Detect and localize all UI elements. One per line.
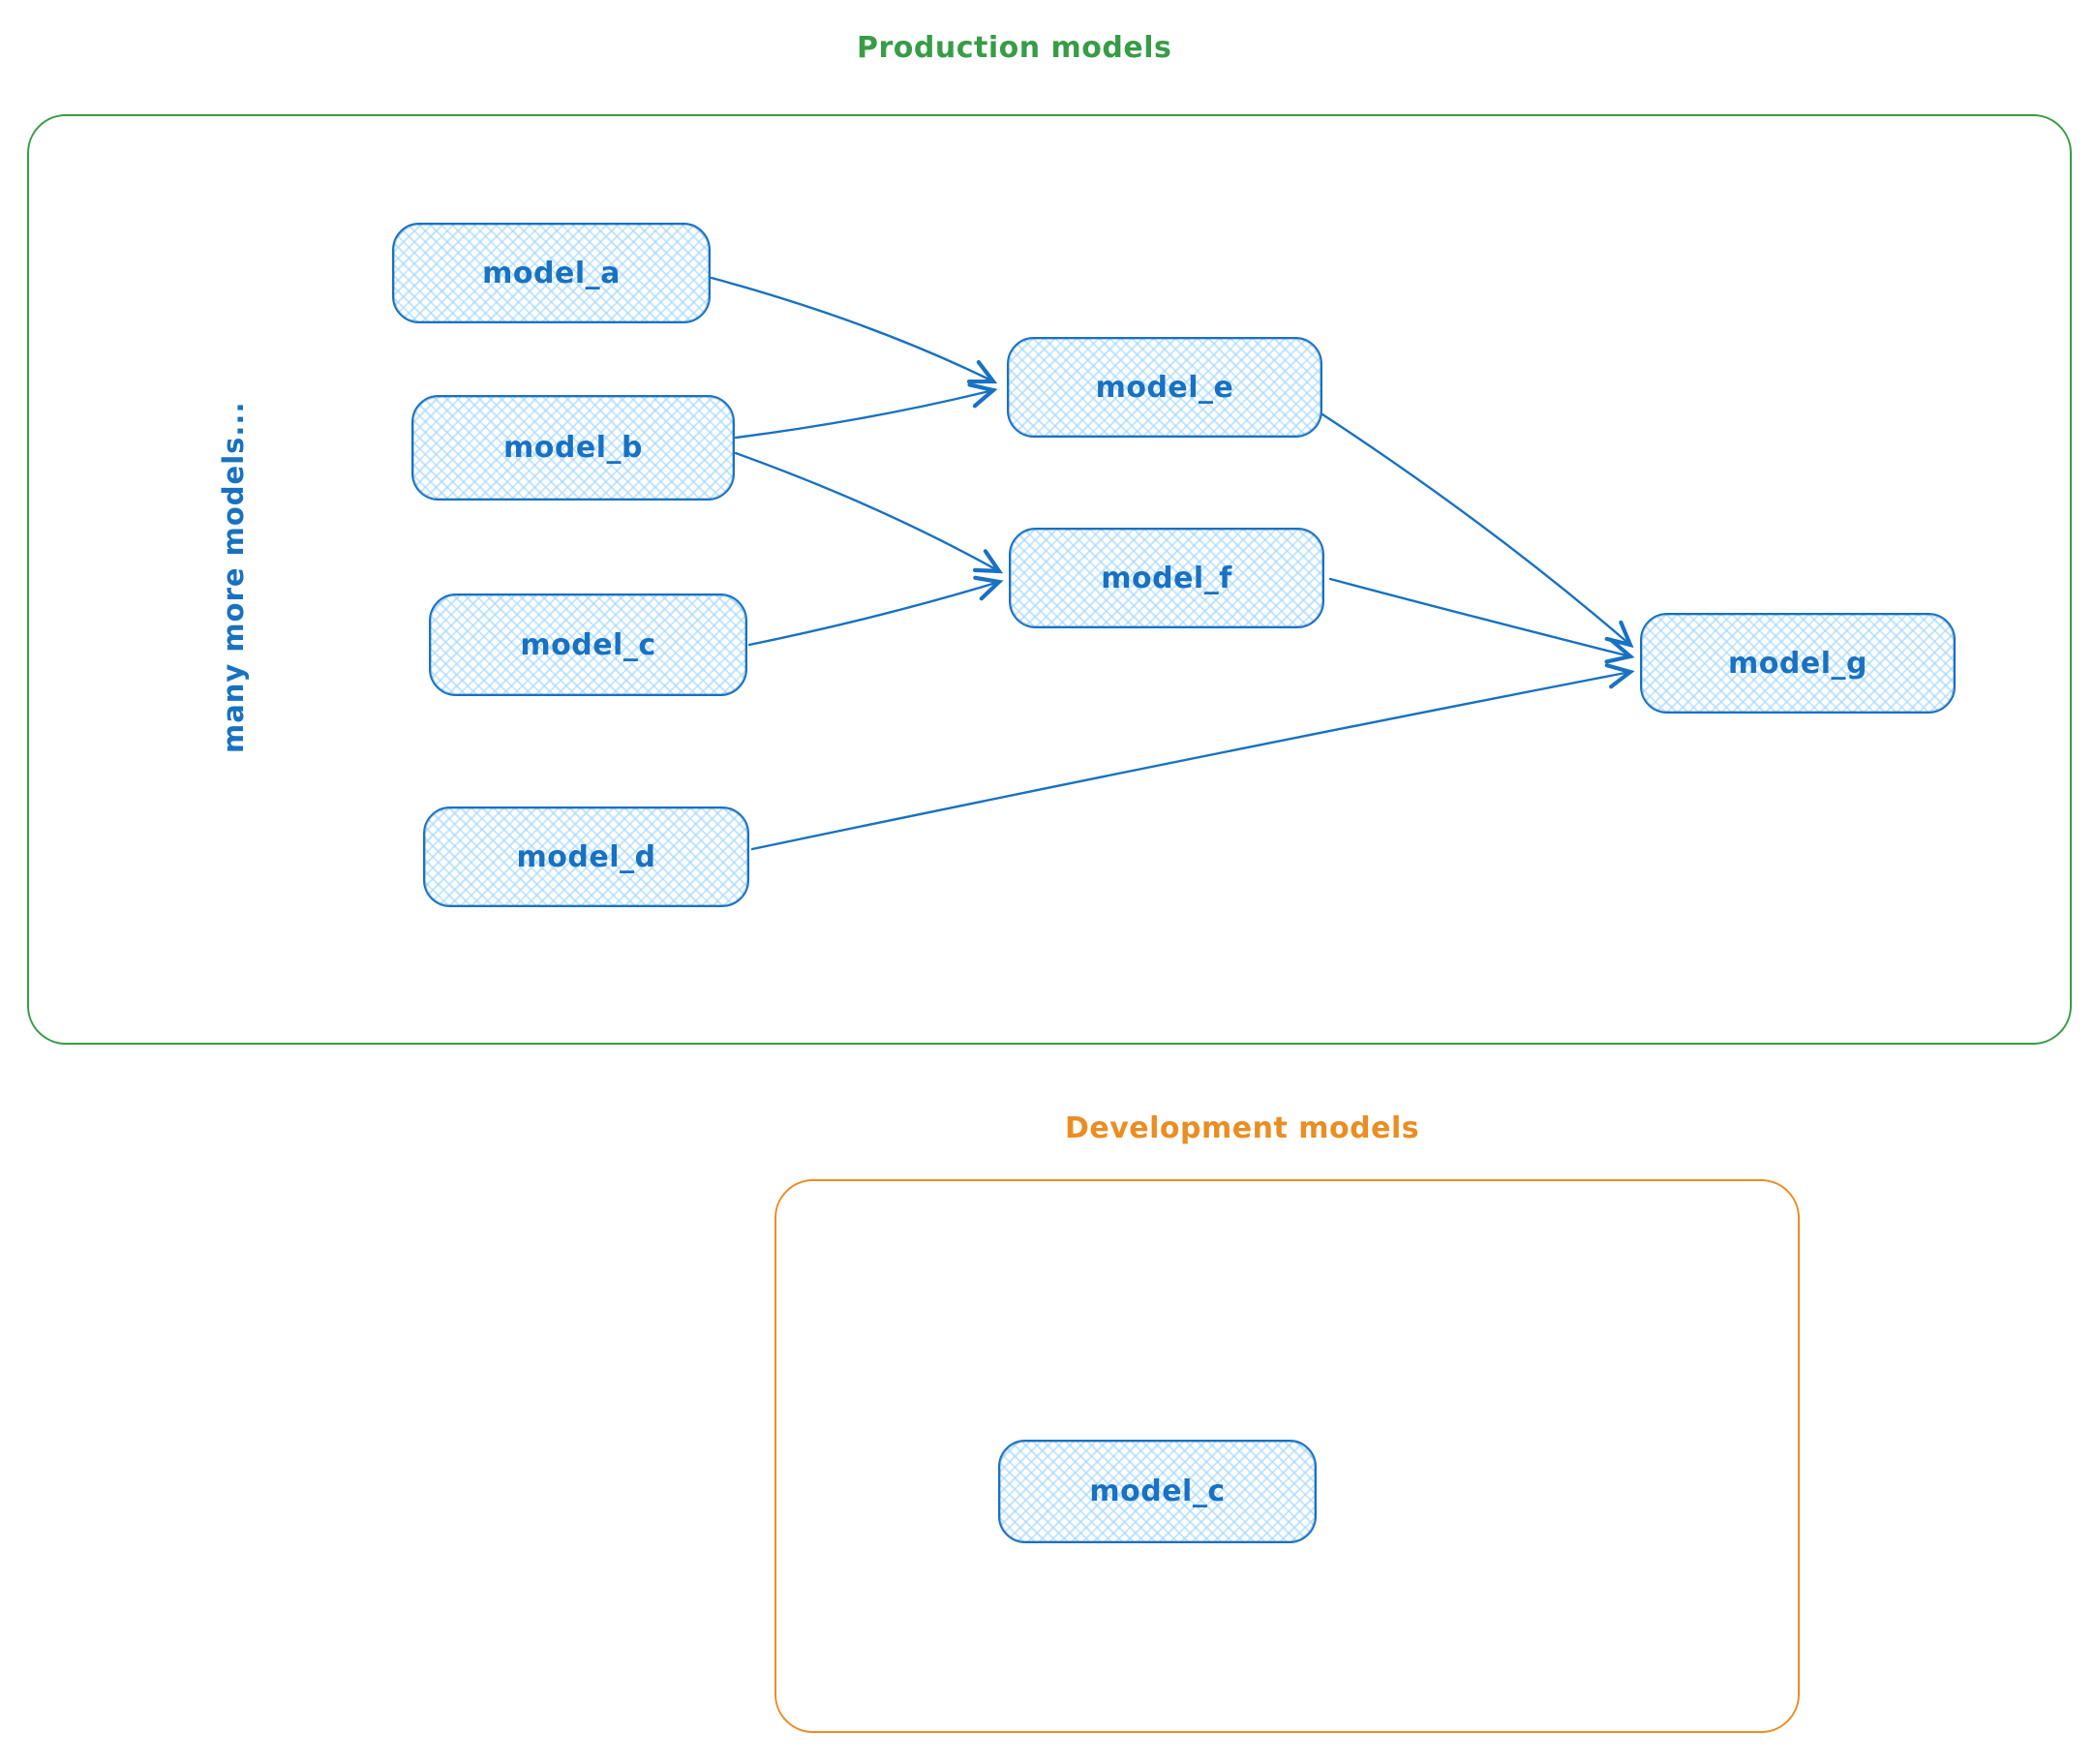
node-model_f: model_f <box>1009 528 1324 628</box>
many-more-models-note: many more models... <box>217 401 250 753</box>
node-model_b: model_b <box>411 395 735 501</box>
development-models-title: Development models <box>1065 1111 1420 1145</box>
node-model_c-development: model_c <box>998 1440 1317 1543</box>
node-model_e: model_e <box>1007 337 1322 438</box>
node-model_c: model_c <box>429 593 747 696</box>
node-model_g: model_g <box>1640 613 1956 714</box>
production-models-title: Production models <box>857 31 1172 65</box>
node-model_d: model_d <box>423 806 749 907</box>
node-model_a: model_a <box>392 223 711 323</box>
